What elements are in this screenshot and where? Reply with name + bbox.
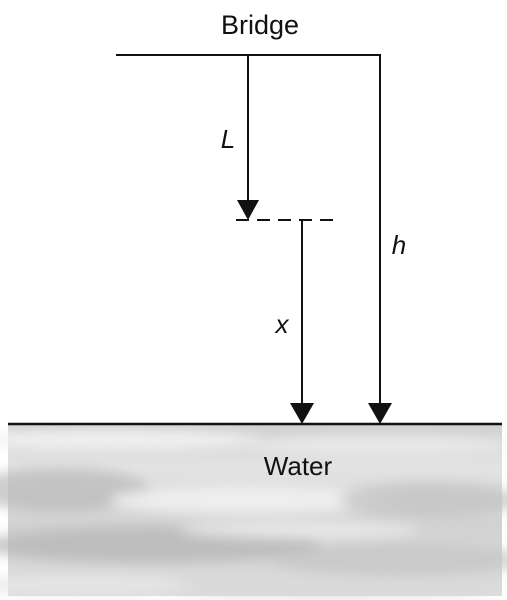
distance-x-arrow: [290, 220, 314, 424]
water-region: [0, 424, 507, 598]
length-L-label: L: [221, 124, 235, 154]
bridge-label: Bridge: [221, 10, 299, 40]
length-L-arrow: [237, 55, 259, 220]
height-h-label: h: [392, 230, 406, 260]
height-h-arrow: [368, 55, 392, 424]
distance-x-label: x: [274, 309, 290, 339]
water-label: Water: [264, 451, 333, 481]
